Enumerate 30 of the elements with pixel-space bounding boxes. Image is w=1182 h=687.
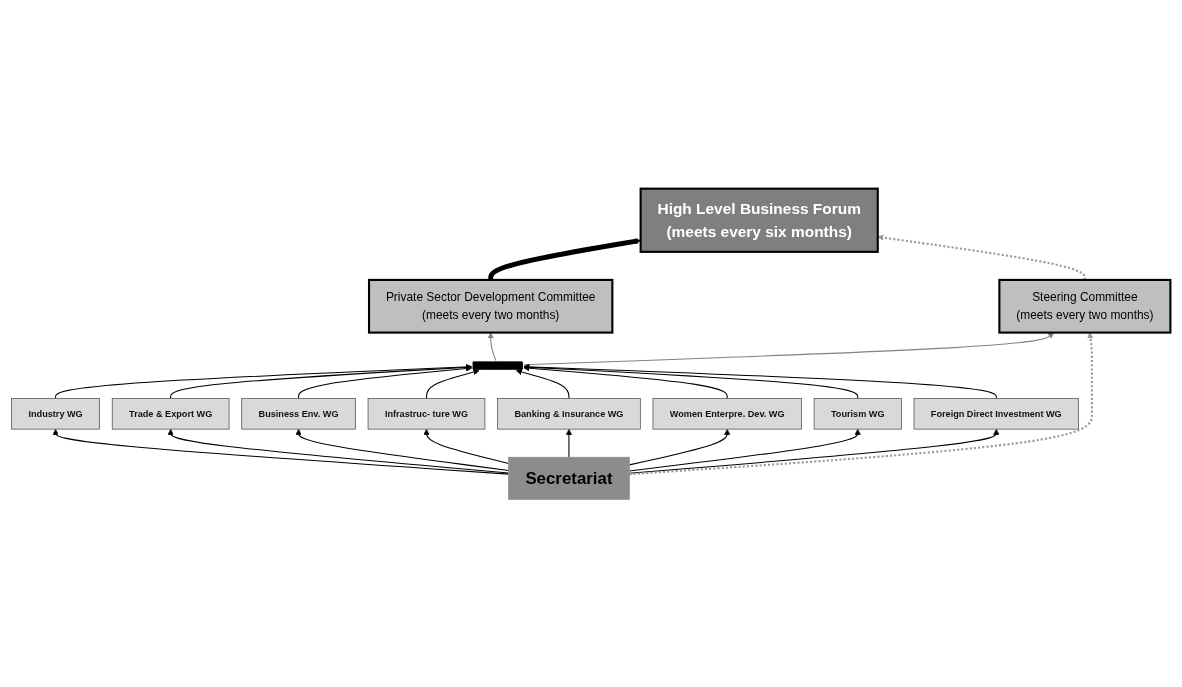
node-box: Trade & Export WG — [111, 397, 230, 429]
arrow — [488, 237, 641, 280]
arrow — [170, 363, 472, 399]
arrow — [628, 428, 861, 471]
arrow — [55, 363, 472, 399]
arrow — [628, 428, 731, 465]
node-box: Tourism WG — [813, 397, 902, 429]
node-box: Industry WG — [11, 397, 100, 429]
arrow — [298, 365, 472, 399]
arrow — [425, 368, 480, 399]
node-box: High Level Business Forum (meets every six months) — [639, 187, 879, 253]
arrow — [167, 428, 510, 473]
node-box: Secretariat — [508, 456, 630, 500]
arrow — [523, 363, 997, 399]
arrow — [565, 428, 573, 458]
node-box: Banking & Insurance WG — [497, 397, 641, 429]
arrow — [628, 428, 1000, 474]
node-box: Private Sector Development Committee (meets every two months) — [367, 278, 614, 334]
arrow — [515, 368, 570, 399]
arrow — [52, 428, 510, 475]
arrow — [523, 364, 728, 399]
arrow — [295, 428, 510, 471]
node-box: Infrastruc- ture WG — [367, 397, 486, 429]
node-box: Business Env. WG — [241, 397, 356, 429]
arrow — [877, 234, 1086, 280]
arrow — [523, 363, 859, 399]
node-box: Steering Committee (meets every two months) — [998, 278, 1172, 334]
node-box: Foreign Direct Investment WG — [913, 397, 1079, 429]
arrow — [423, 428, 510, 464]
node-box: Women Enterpre. Dev. WG — [652, 397, 802, 429]
